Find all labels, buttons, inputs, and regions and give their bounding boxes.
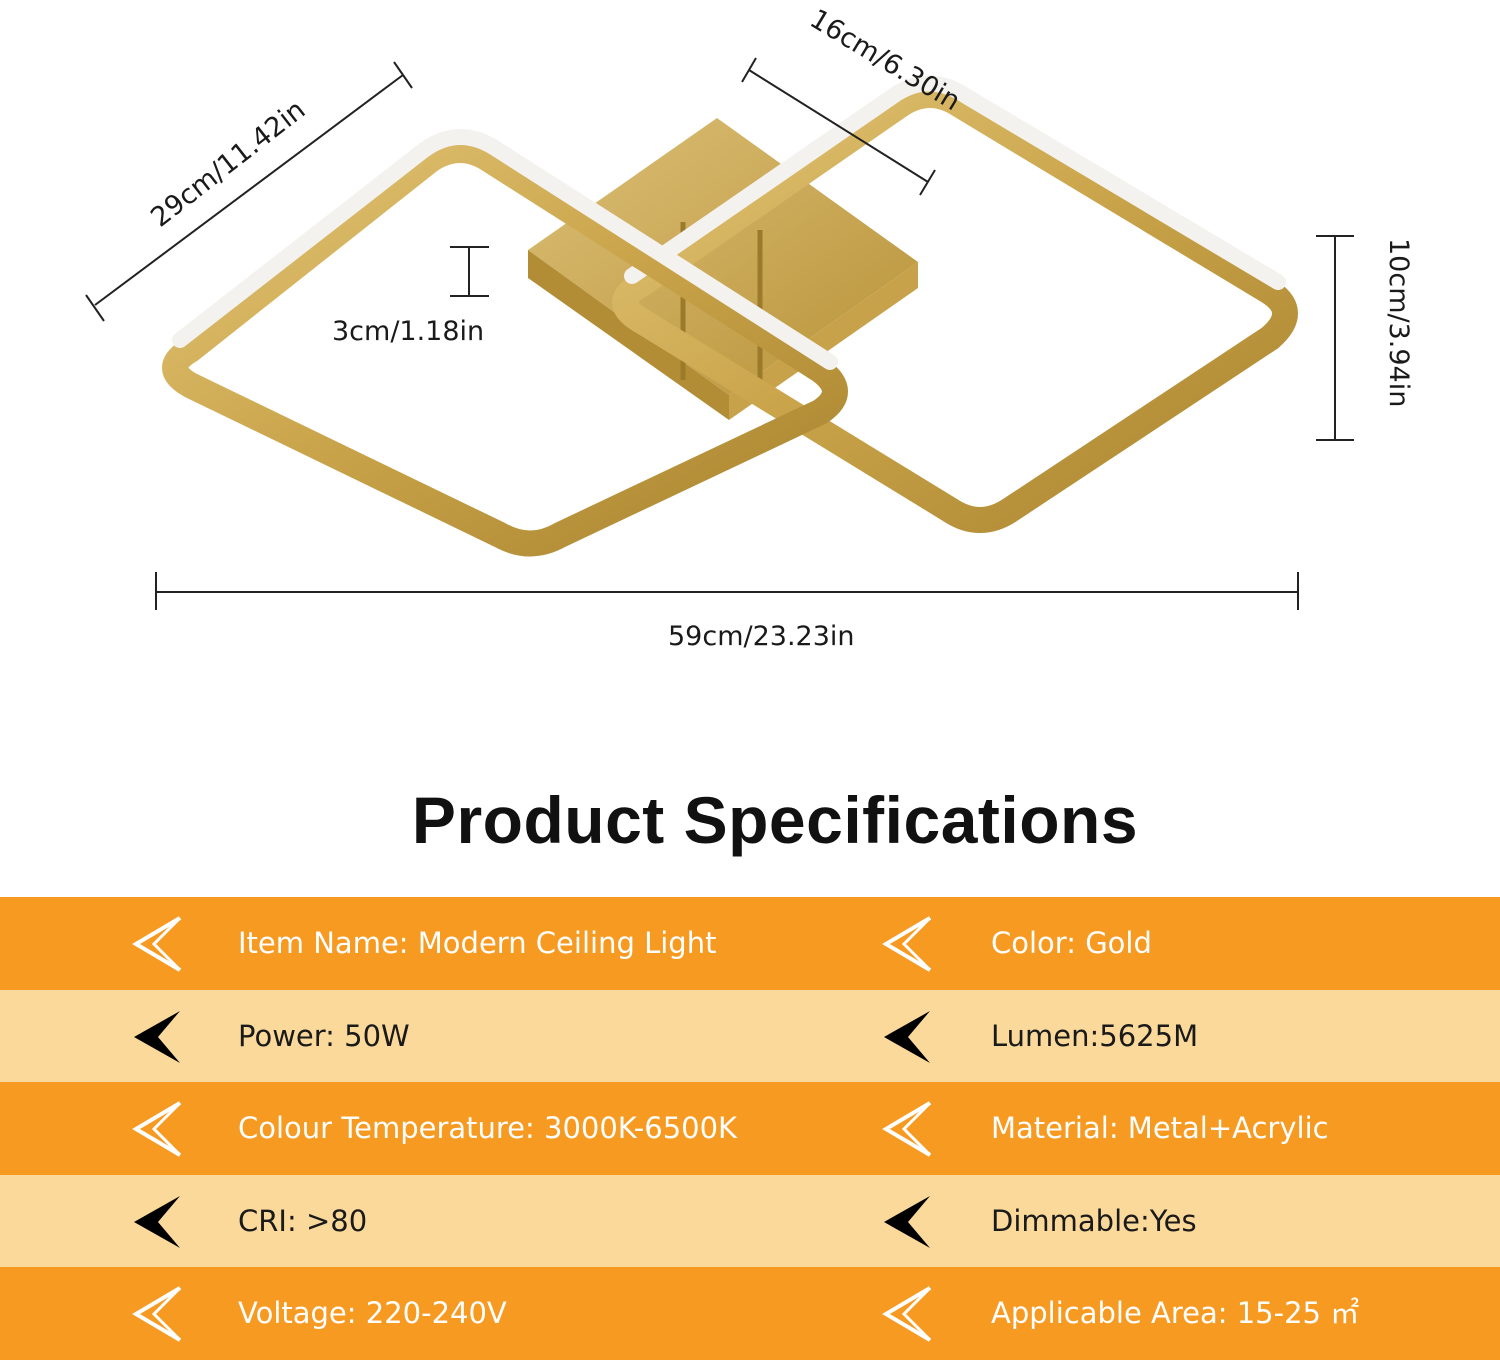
spec-value-left: Colour Temperature: 3000K-6500K: [238, 1111, 738, 1146]
dimension-label-diagonal-width: 29cm/11.42in: [145, 94, 311, 233]
spec-value-right: Applicable Area: 15-25 ㎡: [991, 1296, 1360, 1331]
spec-row: Power: 50W Lumen:5625M: [0, 989, 1500, 1083]
dimension-label-height: 10cm/3.94in: [1383, 238, 1414, 407]
outline-arrow-icon: [882, 1286, 934, 1343]
outline-arrow-icon: [132, 916, 184, 972]
solid-arrow-icon: [882, 1194, 934, 1250]
spec-row: CRI: >80 Dimmable:Yes: [0, 1174, 1500, 1268]
right-square-ring: [612, 75, 1298, 533]
spec-value-left: Item Name: Modern Ceiling Light: [238, 926, 717, 960]
spec-value-left: Power: 50W: [238, 1018, 410, 1053]
solid-arrow-icon: [132, 1009, 184, 1065]
dimension-line-depth: [741, 57, 936, 196]
spec-row: Item Name: Modern Ceiling Light Color: Go…: [0, 897, 1500, 990]
spec-table: Item Name: Modern Ceiling Light Color: Go…: [0, 897, 1500, 1360]
dimension-label-total-length: 59cm/23.23in: [668, 621, 855, 652]
outline-arrow-icon: [882, 1101, 934, 1157]
solid-arrow-icon: [882, 1009, 934, 1065]
outline-arrow-icon: [132, 1286, 184, 1343]
spec-row: Colour Temperature: 3000K-6500K Material:…: [0, 1082, 1500, 1175]
spec-value-left: CRI: >80: [238, 1203, 368, 1238]
spec-section-title: Product Specifications: [411, 783, 1139, 857]
spec-row: Voltage: 220-240V Applicable Area: 15-25 …: [0, 1267, 1500, 1360]
solid-arrow-icon: [132, 1194, 184, 1250]
spec-value-right: Material: Metal+Acrylic: [991, 1111, 1329, 1146]
outline-arrow-icon: [882, 916, 934, 972]
left-square-ring: [162, 129, 848, 557]
dimension-line-height: [1316, 235, 1354, 441]
spec-value-left: Voltage: 220-240V: [238, 1296, 507, 1331]
spec-value-right: Color: Gold: [991, 926, 1152, 960]
spec-value-right: Lumen:5625M: [991, 1018, 1199, 1053]
product-dimension-diagram: 29cm/11.42in 16cm/6.30in 3cm/1.18in 10cm…: [85, 3, 1414, 652]
outline-arrow-icon: [132, 1101, 184, 1157]
dimension-label-ring-thickness: 3cm/1.18in: [332, 316, 484, 347]
spec-value-right: Dimmable:Yes: [991, 1203, 1197, 1238]
dimension-line-diagonal-width: [85, 61, 413, 322]
dimension-line-total-length: [155, 572, 1299, 610]
dimension-line-ring-thickness: [450, 246, 489, 297]
